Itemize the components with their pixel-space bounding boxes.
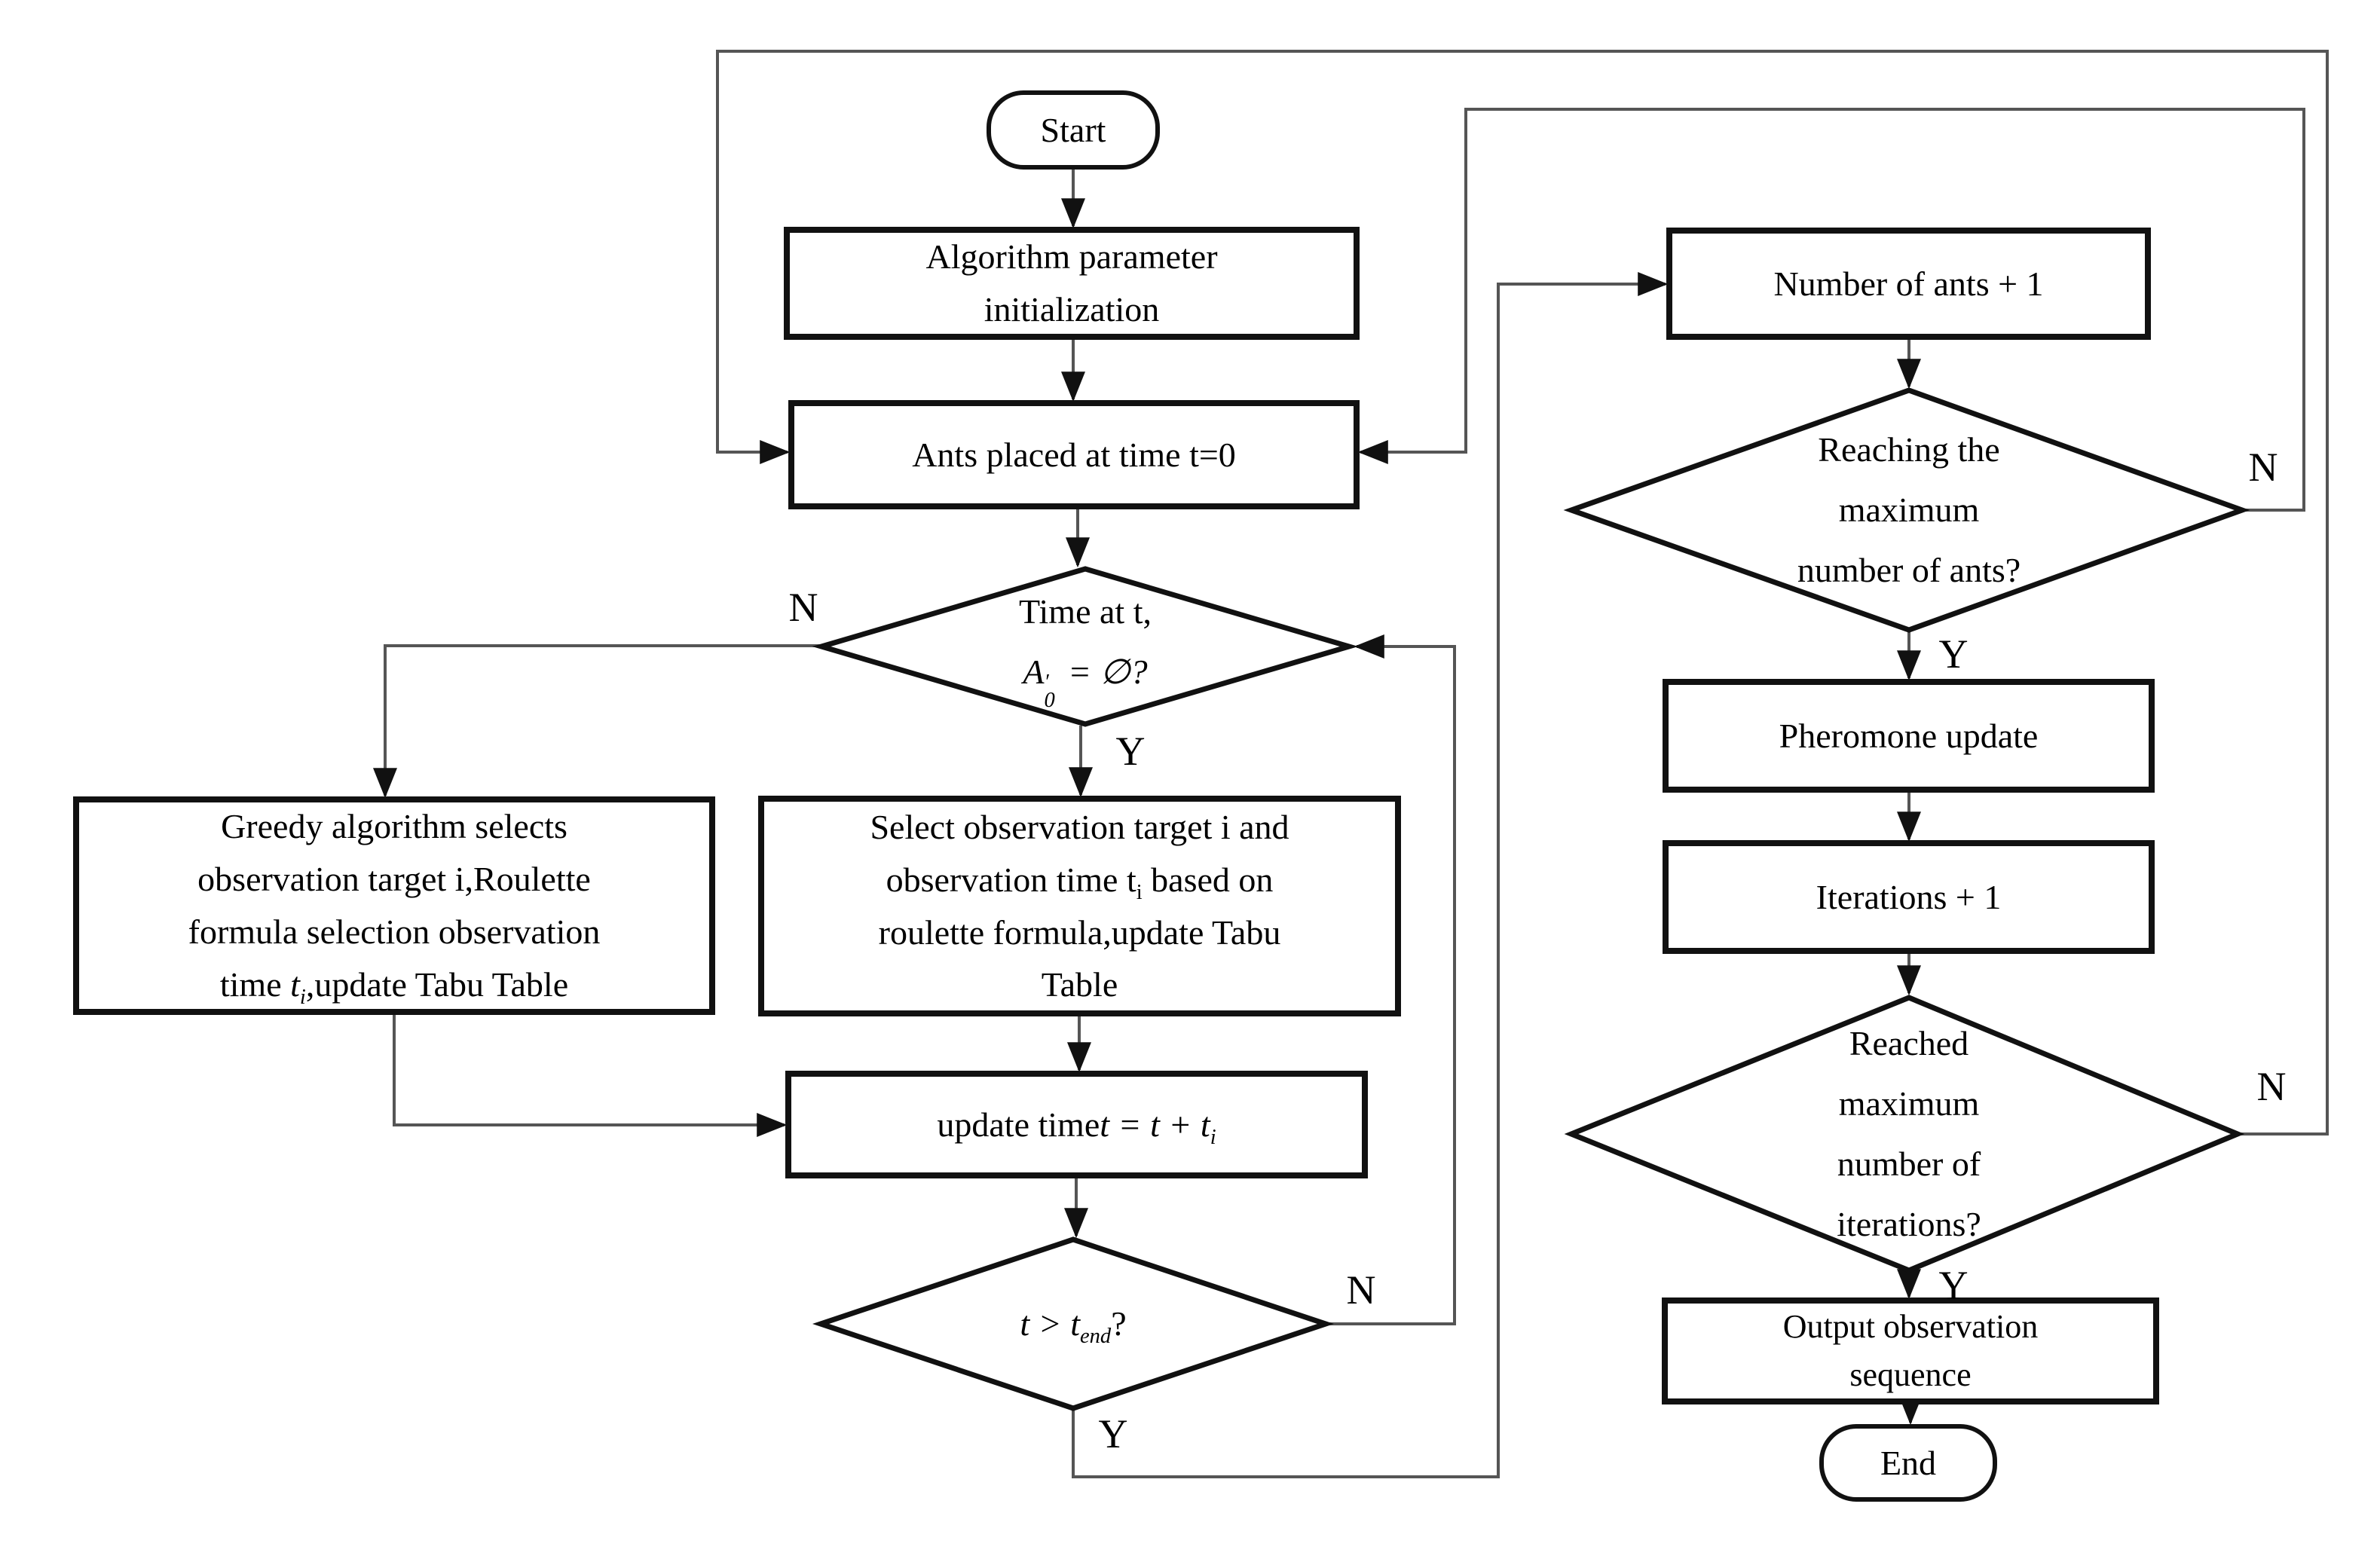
edge-t-end-check-yes <box>1072 272 1669 1478</box>
start-label: Start <box>1040 110 1106 149</box>
time-check-yes-label: Y <box>1115 729 1146 774</box>
max-iter-check-no-label: N <box>2256 1064 2287 1109</box>
time-check-no-label: N <box>788 585 818 630</box>
pheromone-label: Pheromone update <box>1779 716 2039 755</box>
edge-greedy-to-update-time <box>393 1013 788 1137</box>
ants-placed-box-shape <box>788 400 1360 509</box>
output-label: Output observation sequence <box>1782 1308 2039 1393</box>
t-end-check-diamond-shape <box>812 1236 1335 1411</box>
max-ants-check-yes-label: Y <box>1938 631 1969 677</box>
time-check-prime-sub: ′0 <box>1044 670 1055 712</box>
end-label: End <box>1880 1443 1937 1482</box>
max-iter-check-label: Reached maximum number of iterations? <box>1837 1023 1981 1244</box>
max-ants-check-label: Reaching the maximum number of ants? <box>1797 429 2021 590</box>
select-label: Select observation target i and observat… <box>870 807 1289 1004</box>
update-time-label: update timet = t + ti <box>937 1105 1216 1149</box>
output-box-shape <box>1662 1297 2159 1404</box>
max-ants-check-no-label: N <box>2248 445 2278 490</box>
max-ants-check-diamond-shape <box>1563 387 2250 633</box>
iterations-box-shape <box>1663 840 2155 954</box>
init-box-shape <box>784 227 1360 340</box>
edge-max-iter-check-no <box>716 50 2329 1136</box>
edge-t-end-check-no <box>1326 634 1456 1325</box>
time-check-diamond-shape <box>812 566 1359 727</box>
ants-plus-one-box-shape <box>1666 228 2151 340</box>
max-iter-check-yes-label: Y <box>1938 1263 1969 1308</box>
end-terminator-shape <box>1819 1424 1997 1502</box>
t-end-check-yes-label: Y <box>1098 1411 1128 1456</box>
update-time-box-shape <box>785 1071 1368 1178</box>
pheromone-box-shape <box>1663 679 2155 793</box>
greedy-box-shape <box>73 796 715 1015</box>
edge-time-check-no <box>373 644 821 799</box>
start-terminator-shape <box>987 90 1160 170</box>
iterations-label: Iterations + 1 <box>1816 877 2002 916</box>
ants-placed-label: Ants placed at time t=0 <box>912 435 1236 474</box>
time-check-var: A <box>1023 652 1045 691</box>
init-label: Algorithm parameter initialization <box>925 237 1218 329</box>
t-end-check-no-label: N <box>1346 1267 1376 1313</box>
select-box-shape <box>758 796 1401 1016</box>
ants-plus-one-label: Number of ants + 1 <box>1773 264 2044 303</box>
time-check-label: Time at t, A′0 = ∅? <box>1019 591 1152 712</box>
max-iter-check-diamond-shape <box>1564 995 2245 1273</box>
t-end-check-label: t > tend? <box>1020 1304 1127 1349</box>
edge-max-ants-check-no <box>1357 108 2305 512</box>
greedy-label: Greedy algorithm selects observation tar… <box>188 807 601 1009</box>
